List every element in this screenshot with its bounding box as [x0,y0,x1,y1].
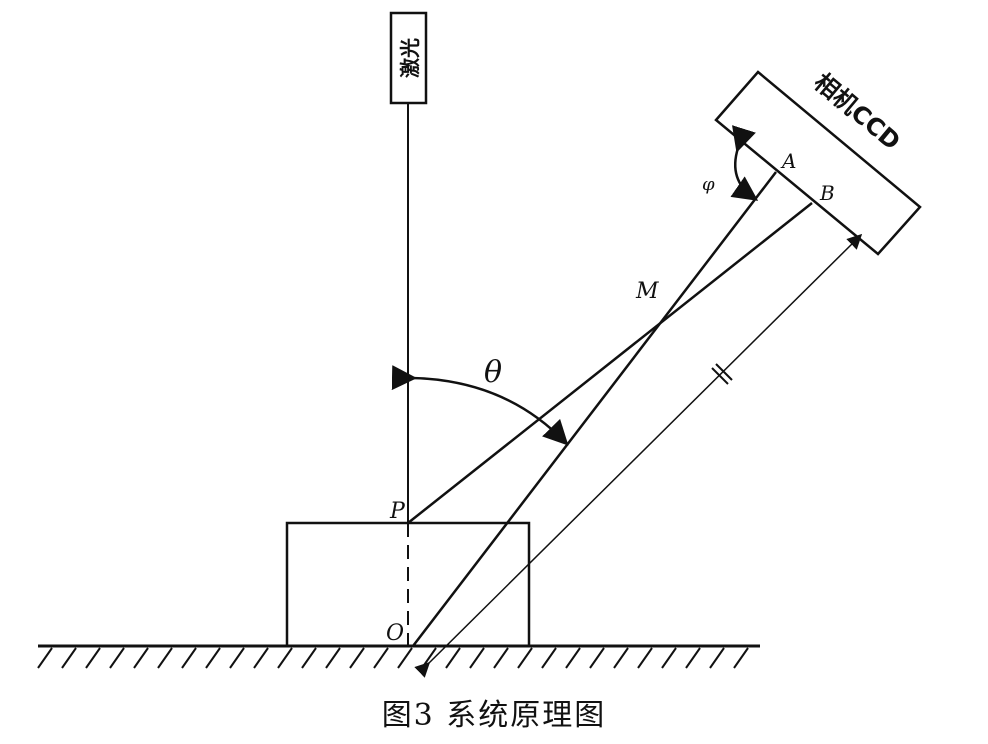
hatch-line [181,647,197,669]
ray-P-to-B [407,202,813,524]
hatch-line [733,647,749,669]
hatch-line [445,647,461,669]
hatch-line [565,647,581,669]
point-M-label: M [635,279,659,304]
ground-hatching [37,647,749,669]
laser-source: 激光 [389,11,428,105]
hatch-line [613,647,629,669]
hatch-line [709,647,725,669]
phi-angle-arc [730,125,759,201]
theta-label: θ [484,355,502,390]
hatch-line [301,647,317,669]
hatch-line [493,647,509,669]
distance-dimension [414,233,863,678]
laser-label: 激光 [398,38,422,78]
hatch-line [685,647,701,669]
hatch-line [109,647,125,669]
point-O-label: O [386,621,404,646]
point-P-label: P [389,499,406,524]
hatch-line [277,647,293,669]
hatch-line [325,647,341,669]
hatch-line [373,647,389,669]
hatch-line [469,647,485,669]
hatch-line [85,647,101,669]
hatch-line [253,647,269,669]
camera-ccd: 相机CCD [714,68,922,256]
theta-angle-arc [391,365,569,446]
hatch-line [661,647,677,669]
ground [37,644,760,669]
hatch-line [517,647,533,669]
hatch-line [133,647,149,669]
hatch-line [589,647,605,669]
point-B-label: B [819,181,835,205]
camera-label: 相机CCD [809,68,906,156]
hatch-line [205,647,221,669]
hatch-line [541,647,557,669]
hatch-line [37,647,53,669]
phi-label: φ [702,174,715,195]
hatch-line [229,647,245,669]
hatch-line [349,647,365,669]
hatch-line [61,647,77,669]
figure-caption: 图3 系统原理图 [381,698,607,733]
point-A-label: A [780,149,796,173]
ray-O-to-A [412,171,777,647]
hatch-line [157,647,173,669]
hatch-line [637,647,653,669]
hatch-line [397,647,413,669]
